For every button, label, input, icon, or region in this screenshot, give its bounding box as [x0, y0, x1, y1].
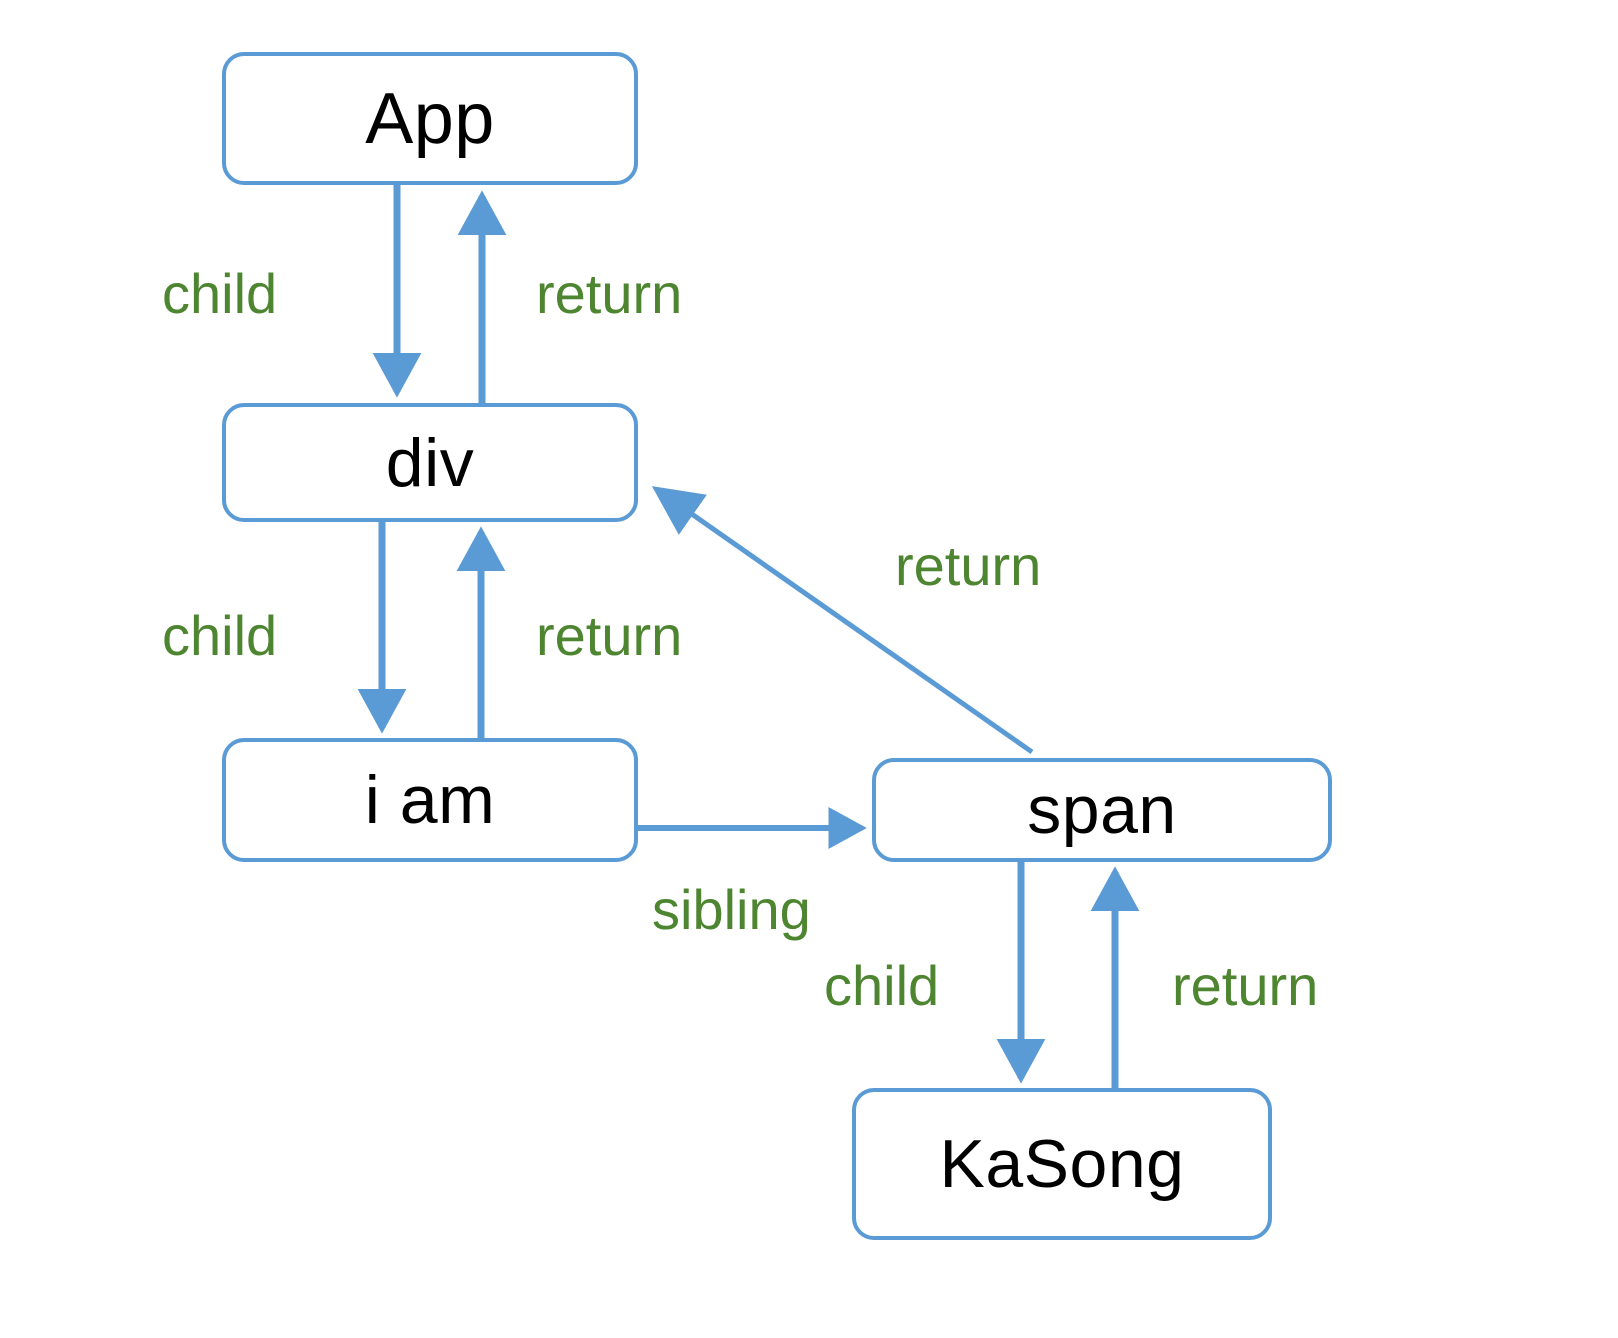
node-kasong[interactable]: KaSong: [852, 1088, 1272, 1240]
edge-label-return-iam-div: return: [536, 604, 683, 667]
edge-label-child-div-iam: child: [162, 604, 278, 667]
edge-label-return-div-app: return: [536, 262, 683, 325]
edge-label-return-kasong-span: return: [1172, 954, 1319, 1017]
edge-label-child-app-div: child: [162, 262, 278, 325]
node-span-label: span: [1027, 772, 1177, 848]
node-span[interactable]: span: [872, 758, 1332, 862]
node-div[interactable]: div: [222, 403, 638, 522]
edge-label-child-span-kasong: child: [824, 954, 940, 1017]
node-app[interactable]: App: [222, 52, 638, 185]
node-app-label: App: [365, 78, 495, 159]
node-i-am[interactable]: i am: [222, 738, 638, 862]
node-i-am-label: i am: [364, 762, 496, 838]
edge-label-return-span-div: return: [895, 534, 1042, 597]
edge-span-to-div-return: [651, 486, 1034, 755]
node-kasong-label: KaSong: [939, 1126, 1185, 1202]
edge-label-sibling-iam-span: sibling: [652, 878, 811, 941]
node-div-label: div: [385, 424, 475, 501]
